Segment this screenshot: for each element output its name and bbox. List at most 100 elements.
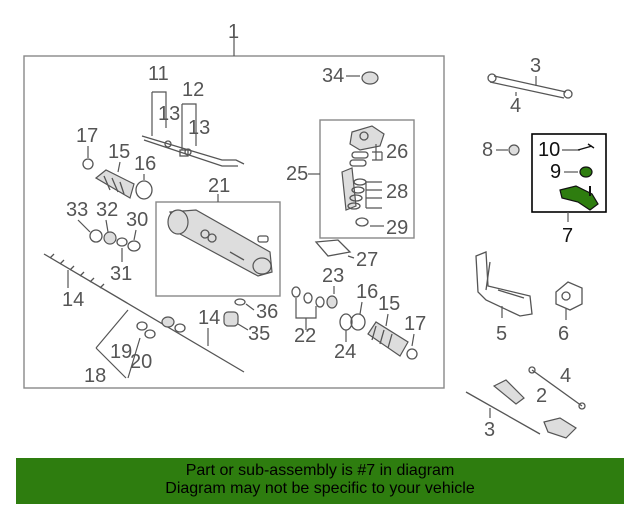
pressure-tubes-part [141,135,245,167]
leader-33 [77,219,91,233]
callout-7: 7 [562,225,573,247]
ring-31 [116,237,128,247]
callout-31: 31 [110,263,132,285]
callout-16b: 16 [356,281,378,303]
tie-rod-end-7 [559,185,599,211]
callout-26: 26 [386,141,408,163]
clamp-17-right [406,348,418,360]
ring-23 [326,295,338,309]
boot-15-right [367,321,409,357]
callout-16a: 16 [134,153,156,175]
callout-3: 3 [530,55,541,77]
callout-29: 29 [386,217,408,239]
nut-32 [103,231,117,245]
callout-8: 8 [482,139,493,161]
callout-18: 18 [84,365,106,387]
clamp-16-left [135,180,153,200]
seal-20 [144,329,156,339]
notice-banner: Part or sub-assembly is #7 in diagram Di… [16,458,624,504]
callout-30: 30 [126,209,148,231]
callout-17b: 17 [404,313,426,335]
nut-8 [508,144,520,156]
notice-line-2: Diagram may not be specific to your vehi… [165,480,475,497]
leader-15a [117,161,121,173]
leader-17b [411,333,415,347]
callout-3b: 3 [484,419,495,441]
leader-18 [95,309,141,379]
cap-34 [361,71,379,85]
plug-35 [223,311,239,327]
callout-32: 32 [96,199,118,221]
ring-22b [303,292,313,304]
ring-22a [291,286,301,298]
control-valve-part [341,125,385,227]
callout-33: 33 [66,199,88,221]
bushing-rack [161,316,175,328]
subassembly-25-frame [319,119,415,239]
valve-housing-part [167,209,273,277]
callout-20: 20 [130,351,152,373]
boot-15-right-ribs [371,325,393,349]
callout-22: 22 [294,325,316,347]
callout-21: 21 [208,175,230,197]
leader-32 [105,219,109,233]
callout-35: 35 [248,323,270,345]
callout-19: 19 [110,341,132,363]
leader-28 [365,181,382,209]
callout-2b: 2 [536,385,547,407]
rod-4b [531,369,583,407]
leader-26 [372,144,383,161]
tie-rod-end-2b [543,417,577,439]
notice-line-1: Part or sub-assembly is #7 in diagram [185,462,455,479]
callout-13b: 13 [188,117,210,139]
gasket-27 [314,239,352,257]
callout-36: 36 [256,301,278,323]
callout-15b: 15 [378,293,400,315]
callout-17a: 17 [76,125,98,147]
callout-14a: 14 [62,289,84,311]
leader-36 [245,303,255,311]
cotter-pin-10 [577,143,595,151]
callout-27: 27 [356,249,378,271]
leader-35 [237,323,249,331]
clamp-24 [339,313,353,331]
clamp-17-left [82,158,94,170]
clamp-16-right [350,313,366,331]
callout-4: 4 [510,95,521,117]
callout-34: 34 [322,65,344,87]
washer-33 [89,229,103,243]
bracket-5-detail [485,261,525,299]
callout-25: 25 [286,163,308,185]
castle-nut-9 [579,166,593,178]
callout-13a: 13 [158,103,180,125]
callout-28: 28 [386,181,408,203]
callout-9: 9 [550,161,561,183]
leader-27 [347,255,355,259]
leader-16b [359,301,363,315]
callout-11: 11 [148,63,169,85]
bushing-30 [127,240,141,252]
callout-24: 24 [334,341,356,363]
seal-19 [136,321,148,331]
tie-rod-3b [465,391,541,435]
leader-11 [151,91,167,136]
callout-10: 10 [538,139,560,161]
ring-rack [174,323,186,333]
tie-rod-end-2 [492,379,525,405]
washer-36 [234,298,246,306]
rack-bar-14-teeth [49,253,105,289]
leader-22 [295,298,317,330]
callout-4b: 4 [560,365,571,387]
leader-30 [133,229,137,241]
leader-12 [181,103,197,150]
assembly-7-frame [531,133,607,213]
tie-rod-3-4-top [487,73,573,99]
ring-22c [315,296,325,308]
callout-5: 5 [496,323,507,345]
callout-14b: 14 [198,307,220,329]
callout-15a: 15 [108,141,130,163]
leader-15b [385,313,389,327]
callout-23: 23 [322,265,344,287]
parts-diagram: 1 21 25 26 28 29 27 34 11 [23,21,607,441]
bracket-5 [475,251,533,317]
